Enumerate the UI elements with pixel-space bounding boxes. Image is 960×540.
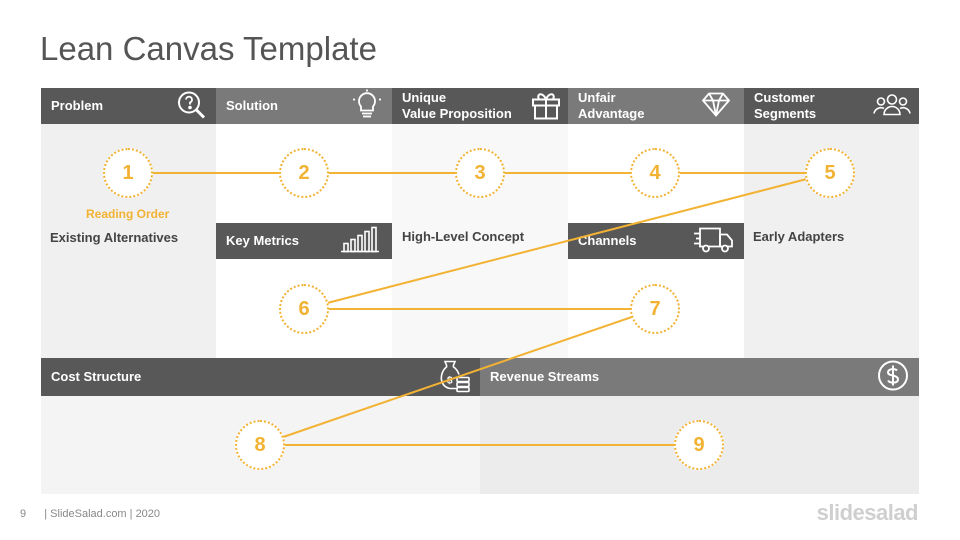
- header-uvp: Unique Value Proposition: [392, 88, 568, 124]
- step-9-circle: 9: [674, 420, 724, 470]
- header-channels: Channels: [568, 223, 744, 259]
- high-level-concept-label: High-Level Concept: [402, 229, 525, 244]
- header-uvp-label: Unique Value Proposition: [402, 90, 512, 122]
- bar-chart-icon: [340, 226, 380, 257]
- header-unfair-text: Unfair Advantage: [578, 90, 645, 121]
- header-channels-label: Channels: [578, 233, 637, 248]
- header-uvp-text: Unique Value Proposition: [402, 90, 512, 121]
- money-bag-coins-icon: $: [438, 359, 470, 396]
- step-4-circle: 4: [630, 148, 680, 198]
- header-customer-segments: Customer Segments: [744, 88, 919, 124]
- header-unfair-advantage: Unfair Advantage: [568, 88, 744, 124]
- dollar-circle-icon: [877, 360, 909, 395]
- people-group-icon: [873, 93, 911, 120]
- footer: 9 | SlideSalad.com | 2020: [20, 508, 160, 520]
- header-segments-label: Customer Segments: [754, 90, 816, 122]
- page-title: Lean Canvas Template: [40, 30, 377, 67]
- reading-order-label: Reading Order: [86, 207, 170, 221]
- header-problem-label: Problem: [51, 98, 104, 113]
- svg-text:$: $: [447, 376, 453, 387]
- header-cost-structure: Cost Structure $: [41, 358, 480, 396]
- step-3-circle: 3: [455, 148, 505, 198]
- header-metrics-label: Key Metrics: [226, 233, 299, 248]
- step-1-circle: 1: [103, 148, 153, 198]
- step-7-circle: 7: [630, 284, 680, 334]
- header-solution-label: Solution: [226, 98, 278, 113]
- header-unfair-label: Unfair Advantage: [578, 90, 644, 122]
- header-revenue-label: Revenue Streams: [490, 369, 600, 384]
- header-key-metrics: Key Metrics: [216, 223, 392, 259]
- header-cost-label: Cost Structure: [51, 369, 142, 384]
- step-6-circle: 6: [279, 284, 329, 334]
- step-8-circle: 8: [235, 420, 285, 470]
- gift-icon: [530, 89, 562, 124]
- step-2-circle: 2: [279, 148, 329, 198]
- diamond-icon: [701, 92, 731, 121]
- existing-alternatives-label: Existing Alternatives: [50, 230, 179, 245]
- footer-text: | SlideSalad.com | 2020: [44, 508, 161, 520]
- header-solution: Solution: [216, 88, 392, 124]
- header-problem: Problem: [41, 88, 216, 124]
- question-search-icon: [176, 90, 206, 123]
- header-revenue-streams: Revenue Streams: [480, 358, 919, 396]
- brand-logo: slidesalad: [816, 500, 919, 525]
- header-segments-text: Customer Segments: [754, 90, 817, 121]
- early-adopters-label: Early Adapters: [753, 229, 845, 244]
- delivery-truck-icon: [694, 225, 734, 258]
- step-5-circle: 5: [805, 148, 855, 198]
- page-number: 9: [20, 508, 27, 520]
- lightbulb-icon: [352, 89, 382, 124]
